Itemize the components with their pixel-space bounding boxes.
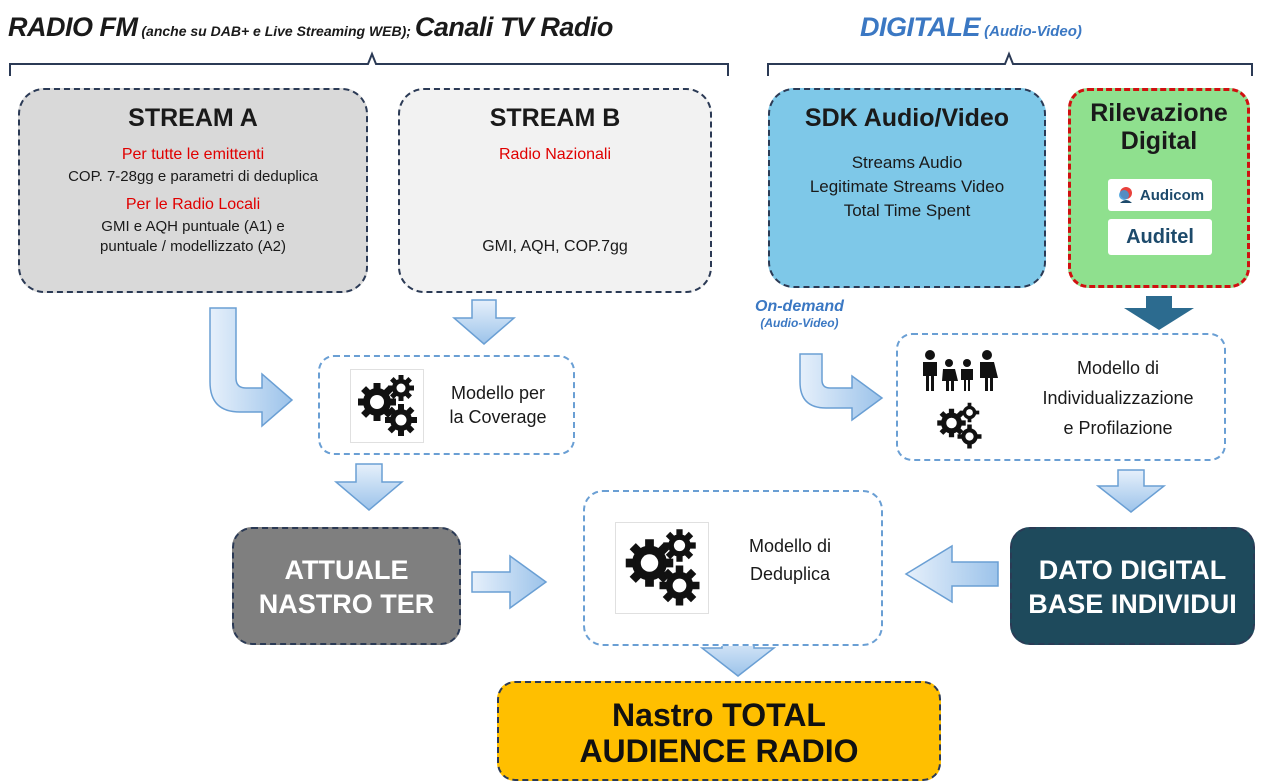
model-individualizzazione-text: Modello di Individualizzazione e Profila… [1018, 353, 1218, 443]
arrow-right-icon-attuale [471, 554, 548, 610]
stream-a-line3: Per le Radio Locali [125, 196, 261, 213]
model-ded-line2: Deduplica [749, 564, 831, 584]
sdk-title: SDK Audio/Video [804, 104, 1010, 132]
stream-b-line2: GMI, AQH, COP.7gg [482, 238, 628, 255]
attuale-line2: NASTRO TER [258, 589, 435, 619]
model-deduplica-text: Modello di Deduplica [715, 532, 865, 588]
brace-left [9, 51, 729, 76]
sdk-box: SDK Audio/Video Streams Audio Legitimate… [768, 88, 1046, 288]
model-ind-line1: Modello di [1076, 358, 1160, 378]
brace-right [767, 51, 1253, 76]
arrow-down-icon-individualizzazione [1095, 469, 1167, 513]
dato-line2: BASE INDIVIDUI [1028, 589, 1237, 619]
stream-a-line1: Per tutte le emittenti [121, 146, 265, 163]
curved-arrow-icon-on-demand [799, 353, 884, 422]
stream-b-title: STREAM B [489, 104, 621, 132]
arrow-down-icon-rilevazione [1124, 296, 1194, 330]
gears-icon [358, 375, 417, 436]
stream-b-line1: Radio Nazionali [498, 146, 612, 163]
rilevazione-title-2: Digital [1120, 127, 1198, 155]
nastro-line2: AUDIENCE RADIO [579, 733, 859, 769]
on-demand-label: On-demand (Audio-Video) [755, 298, 844, 330]
model-coverage-text: Modello per la Coverage [428, 381, 568, 429]
model-ded-line1: Modello di [748, 536, 832, 556]
stream-a-title: STREAM A [128, 104, 258, 132]
header-radio-fm: RADIO FM (anche su DAB+ e Live Streaming… [8, 12, 613, 43]
stream-a-box: STREAM A Per tutte le emittenti COP. 7-2… [18, 88, 368, 293]
header-radio-fm-tail: Canali TV Radio [414, 12, 614, 42]
attuale-line1: ATTUALE [284, 555, 409, 585]
sdk-line3: Total Time Spent [843, 201, 971, 220]
nastro-line1: Nastro TOTAL [612, 697, 826, 733]
dato-line1: DATO DIGITAL [1038, 555, 1227, 585]
dato-digital-box: DATO DIGITAL BASE INDIVIDUI [1010, 527, 1255, 645]
model-coverage-box: Modello per la Coverage [318, 355, 575, 455]
nastro-total-audience-box: Nastro TOTAL AUDIENCE RADIO [497, 681, 941, 781]
gears-icon-deduplica [625, 529, 700, 606]
sdk-line1: Streams Audio [851, 153, 963, 172]
stream-a-line2: COP. 7-28gg e parametri di deduplica [68, 168, 318, 185]
arrow-down-icon-stream-b [451, 299, 517, 345]
model-individualizzazione-box: Modello di Individualizzazione e Profila… [896, 333, 1226, 461]
audicom-logo-text: Audicom [1139, 186, 1205, 204]
stream-a-line4: GMI e AQH puntuale (A1) e [101, 218, 285, 235]
gears-frame [350, 369, 424, 443]
stream-a-line5: puntuale / modellizzato (A2) [100, 238, 286, 255]
auditel-logo-text: Auditel [1126, 225, 1194, 248]
sdk-line2: Legitimate Streams Video [809, 177, 1005, 196]
header-radio-fm-note: (anche su DAB+ e Live Streaming WEB); [137, 23, 415, 39]
audicom-logo: Audicom [1108, 179, 1212, 211]
stream-b-box: STREAM B Radio Nazionali GMI, AQH, COP.7… [398, 88, 712, 293]
family-icon [923, 350, 998, 391]
header-digitale: DIGITALE (Audio-Video) [860, 12, 1082, 43]
on-demand-line1: On-demand [755, 298, 844, 315]
header-radio-fm-main: RADIO FM [8, 12, 138, 42]
attuale-nastro-ter-box: ATTUALE NASTRO TER [232, 527, 461, 645]
on-demand-line2: (Audio-Video) [760, 316, 839, 330]
model-coverage-line2: la Coverage [449, 407, 547, 427]
arrow-down-icon-coverage [333, 463, 405, 511]
rilevazione-title-1: Rilevazione [1090, 99, 1228, 127]
curved-arrow-icon-stream-a [209, 307, 294, 428]
model-ind-line3: e Profilazione [1063, 418, 1173, 438]
audicom-mark-icon [1118, 187, 1132, 203]
header-digitale-note: (Audio-Video) [980, 23, 1082, 40]
model-deduplica-box: Modello di Deduplica [583, 490, 883, 646]
auditel-logo: Auditel [1108, 219, 1212, 255]
model-ind-line2: Individualizzazione [1042, 388, 1194, 408]
arrow-left-icon-dato [904, 544, 999, 604]
model-coverage-line1: Modello per [450, 383, 546, 403]
gears-icon-small [937, 402, 982, 449]
rilevazione-box: Rilevazione Digital Audicom Auditel [1068, 88, 1250, 288]
gears-frame-deduplica [615, 522, 709, 614]
header-digitale-main: DIGITALE [860, 12, 981, 42]
